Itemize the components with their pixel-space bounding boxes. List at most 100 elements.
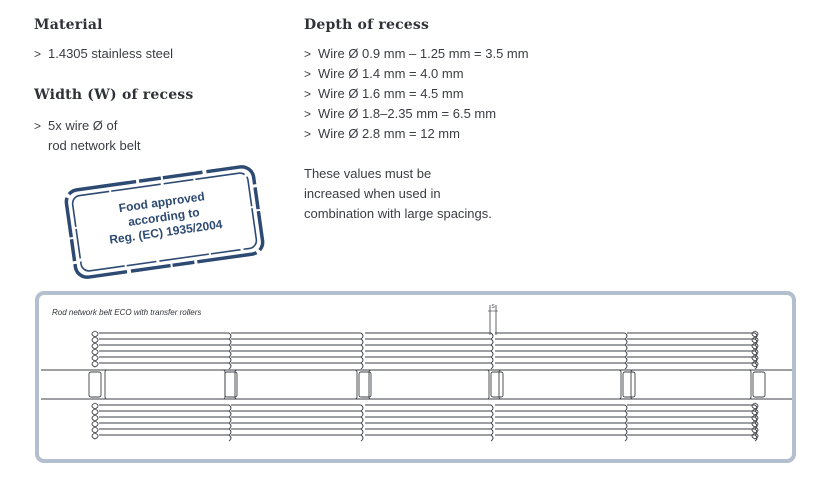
end-loop: [91, 342, 99, 350]
belt-wire: [365, 404, 494, 412]
end-loop: [91, 432, 99, 440]
belt-wire: [231, 356, 364, 364]
depth-item: >Wire Ø 0.9 mm – 1.25 mm = 3.5 mm: [304, 46, 529, 61]
depth-list: >Wire Ø 0.9 mm – 1.25 mm = 3.5 mm >Wire …: [304, 44, 529, 144]
end-loop: [751, 354, 759, 362]
belt-wire: [99, 416, 232, 424]
belt-wire: [231, 410, 364, 418]
end-loop: [91, 330, 99, 338]
belt-wire: [99, 362, 232, 370]
material-item: >1.4305 stainless steel: [34, 44, 173, 64]
end-loop: [751, 426, 759, 434]
belt-wire: [231, 416, 364, 424]
end-loop: [91, 360, 99, 368]
end-loop: [91, 336, 99, 344]
belt-wire: [231, 434, 364, 442]
belt-wire: [627, 428, 758, 436]
belt-wire: [495, 350, 628, 358]
roller: [630, 369, 752, 400]
depth-item: >Wire Ø 2.8 mm = 12 mm: [304, 126, 460, 141]
belt-wire: [99, 344, 232, 352]
food-approved-stamp: Food approved according to Reg. (EC) 193…: [63, 163, 267, 281]
material-list: >1.4305 stainless steel: [34, 44, 173, 64]
belt-wire: [231, 350, 364, 358]
material-heading: Material: [34, 17, 103, 33]
belt-wire: [627, 416, 758, 424]
roller: [104, 369, 226, 400]
recess-marker: S: [491, 304, 495, 310]
roller-spacer: [622, 371, 636, 398]
belt-wire: [627, 338, 758, 346]
end-loop: [751, 432, 759, 440]
belt-wire: [495, 416, 628, 424]
roller-spacer: [358, 371, 372, 398]
belt-wire: [365, 362, 494, 370]
end-loop: [751, 336, 759, 344]
end-loop: [751, 330, 759, 338]
belt-wire: [99, 422, 232, 430]
belt-wire: [365, 428, 494, 436]
belt-wire: [495, 422, 628, 430]
belt-wire: [495, 332, 628, 340]
belt-wire: [99, 428, 232, 436]
depth-item: >Wire Ø 1.4 mm = 4.0 mm: [304, 66, 464, 81]
bullet-glyph: >: [34, 47, 42, 61]
roller: [368, 369, 490, 400]
end-loop: [751, 348, 759, 356]
belt-diagram: S: [41, 304, 792, 442]
belt-wire: [99, 410, 232, 418]
end-loop: [751, 408, 759, 416]
belt-wire: [627, 344, 758, 352]
belt-wire: [495, 428, 628, 436]
belt-wire: [231, 404, 364, 412]
end-loop: [751, 420, 759, 428]
roller: [498, 369, 622, 400]
belt-wire: [99, 350, 232, 358]
belt-wire: [627, 362, 758, 370]
belt-wire: [627, 434, 758, 442]
belt-wire: [365, 410, 494, 418]
belt-wire: [627, 350, 758, 358]
belt-wire: [365, 356, 494, 364]
belt-wire: [231, 344, 364, 352]
roller-spacer: [752, 371, 766, 398]
belt-wire: [365, 332, 494, 340]
belt-wire: [99, 356, 232, 364]
belt-wire: [365, 434, 494, 442]
depth-heading: Depth of recess: [304, 17, 430, 33]
belt-wire: [99, 404, 232, 412]
end-loop: [91, 348, 99, 356]
end-loop: [91, 408, 99, 416]
width-heading: Width (W) of recess: [34, 87, 194, 103]
end-loop: [91, 354, 99, 362]
belt-wire: [627, 410, 758, 418]
roller: [234, 369, 358, 400]
belt-wire: [231, 338, 364, 346]
roller-spacer: [88, 371, 102, 398]
belt-wire: [99, 338, 232, 346]
end-loop: [751, 402, 759, 410]
belt-wire: [99, 332, 232, 340]
depth-note: These values must be increased when used…: [304, 166, 492, 221]
belt-wire: [495, 404, 628, 412]
belt-wire: [99, 434, 232, 442]
diagram-frame: [35, 291, 796, 463]
depth-item: >Wire Ø 1.6 mm = 4.5 mm: [304, 86, 464, 101]
belt-wire: [627, 422, 758, 430]
end-loop: [751, 360, 759, 368]
belt-wire: [495, 356, 628, 364]
belt-wire: [231, 362, 364, 370]
end-loop: [751, 342, 759, 350]
belt-wire: [495, 410, 628, 418]
depth-item: >Wire Ø 1.8–2.35 mm = 6.5 mm: [304, 106, 497, 121]
belt-wire: [627, 332, 758, 340]
roller-spacer: [224, 371, 238, 398]
roller-spacer: [490, 371, 504, 398]
bullet-glyph: >: [34, 119, 42, 133]
end-loop: [91, 420, 99, 428]
belt-wire: [365, 422, 494, 430]
end-loop: [91, 414, 99, 422]
belt-wire: [627, 404, 758, 412]
belt-wire: [365, 338, 494, 346]
belt-wire: [495, 338, 628, 346]
